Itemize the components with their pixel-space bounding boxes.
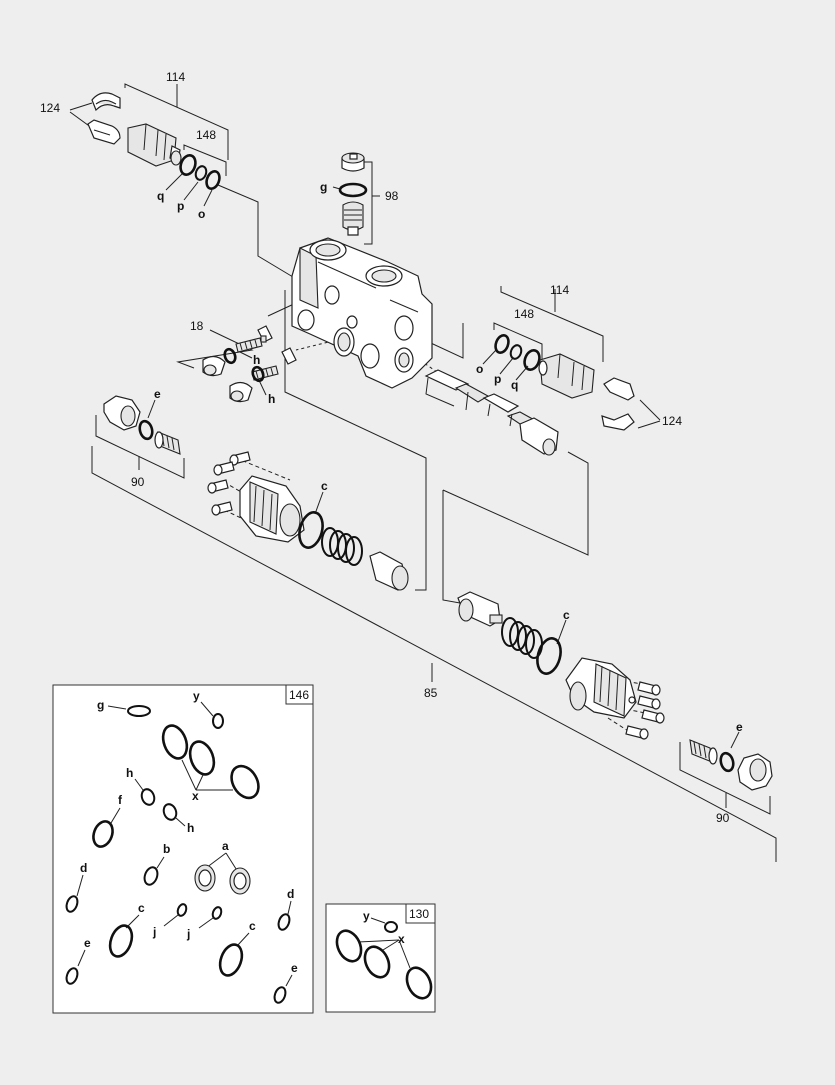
end-cap-left: [239, 475, 305, 543]
kit146-label-a: a: [222, 839, 229, 853]
label-q-right: q: [511, 378, 518, 392]
label-114-right: 114: [550, 283, 569, 297]
snap-clip-top-lower: [87, 119, 121, 145]
callout-labels: 114 124 148 q p o g 98 18 h h 114 148 o …: [40, 70, 743, 825]
kit146-label-y: y: [193, 689, 200, 703]
kit146-label-h2: h: [187, 821, 194, 835]
hex-nut-left: [103, 395, 141, 431]
label-o-right: o: [476, 362, 483, 376]
kit146-label-x: x: [192, 789, 199, 803]
label-c-left: c: [321, 479, 328, 493]
label-148-top: 148: [196, 128, 216, 142]
snap-clip-top-upper: [91, 92, 121, 112]
o-ring-e-left: [138, 419, 154, 441]
bolts-right: [625, 681, 665, 740]
kit146-label-j2: j: [186, 927, 190, 941]
leader-lines: [69, 83, 777, 862]
kit146-label-j1: j: [152, 925, 156, 939]
kit146-label-h1: h: [126, 766, 133, 780]
relief-valve-cartridge-right: [538, 353, 595, 399]
label-148-right: 148: [514, 307, 534, 321]
valve-body: [291, 237, 433, 389]
kit146-label-e1: e: [84, 936, 91, 950]
kit146-label-g: g: [97, 698, 104, 712]
kit146-label-e2: e: [291, 961, 298, 975]
label-p-top: p: [177, 199, 184, 213]
spool: [424, 369, 559, 456]
kit146-label-d2: d: [287, 887, 294, 901]
label-g-top: g: [320, 180, 327, 194]
kit146-label-d1: d: [80, 861, 87, 875]
label-c-right: c: [563, 608, 570, 622]
plug-98: [338, 152, 368, 236]
kit146-label-b: b: [163, 842, 170, 856]
spring-left: [321, 527, 363, 566]
kit146-label-c2: c: [249, 919, 256, 933]
end-cap-right: [565, 657, 637, 719]
label-18: 18: [190, 319, 204, 333]
kit-130-number: 130: [409, 907, 429, 921]
label-85: 85: [424, 686, 438, 700]
o-ring-e-right: [719, 751, 735, 773]
kit146-label-c1: c: [138, 901, 145, 915]
o-ring-c-left: [298, 511, 324, 549]
bolts-left: [207, 451, 251, 516]
snap-clip-right: [601, 377, 635, 431]
label-114-top: 114: [166, 70, 185, 84]
label-124-top: 124: [40, 101, 60, 115]
label-124-right: 124: [662, 414, 682, 428]
hex-nut-right: [737, 753, 773, 791]
label-e-left: e: [154, 387, 161, 401]
label-98: 98: [385, 189, 399, 203]
label-h-1: h: [253, 353, 260, 367]
kit-146-panel: 146 g y x h h f b a d: [52, 684, 314, 1014]
kit146-label-f: f: [118, 793, 123, 807]
spring-seat-left: [369, 551, 409, 591]
spring-seat-right: [457, 591, 503, 627]
relief-valve-cartridge-top: [127, 123, 182, 167]
spring-right: [501, 617, 543, 659]
kit-146-number: 146: [289, 688, 309, 702]
plugs-18: [202, 325, 297, 403]
label-h-2: h: [268, 392, 275, 406]
o-rings-top-148: [179, 154, 221, 191]
label-q-top: q: [157, 189, 164, 203]
kit-130-panel: 130 y x: [325, 903, 436, 1013]
kit130-label-y: y: [363, 909, 370, 923]
o-ring-c-right: [536, 637, 562, 675]
threaded-plug-left: [154, 431, 181, 455]
label-p-right: p: [494, 372, 501, 386]
kit130-label-x: x: [398, 932, 405, 946]
label-90-left: 90: [131, 475, 145, 489]
label-o-top: o: [198, 207, 205, 221]
label-e-right: e: [736, 720, 743, 734]
o-rings-right-148: [494, 333, 541, 371]
label-90-right: 90: [716, 811, 730, 825]
threaded-plug-right: [689, 739, 718, 765]
